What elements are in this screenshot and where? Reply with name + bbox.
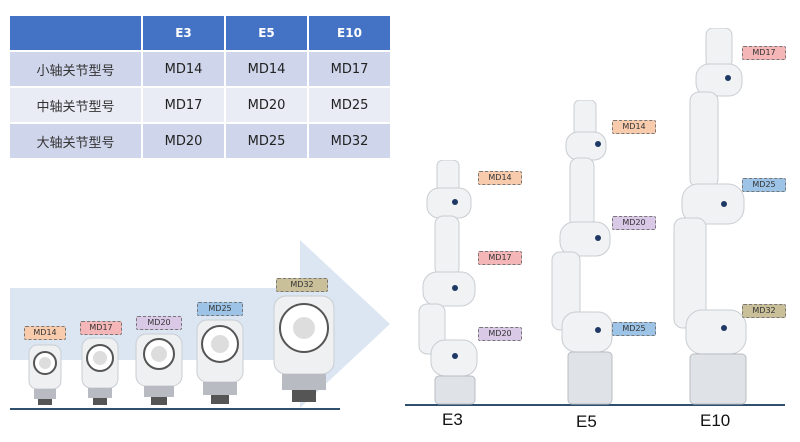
arm-tag: MD25 [612, 322, 656, 336]
arm-label-e5: E5 [576, 412, 597, 431]
row-label: 小轴关节型号 [10, 50, 143, 87]
table-row: 中轴关节型号 MD17 MD20 MD25 [10, 86, 392, 123]
joint-module-icon [81, 337, 119, 405]
joint-module-icon [273, 295, 335, 402]
table-row: 大轴关节型号 MD20 MD25 MD32 [10, 122, 392, 158]
joint-module-md32: MD32 [272, 278, 336, 410]
arm-tag: MD17 [742, 46, 786, 60]
header-e10: E10 [308, 16, 392, 51]
table-cell: MD32 [308, 122, 392, 158]
row-label: 大轴关节型号 [10, 122, 143, 158]
module-tag: MD17 [80, 321, 122, 335]
joint-module-md17: MD17 [74, 321, 126, 410]
arm-label-e10: E10 [700, 411, 731, 430]
robot-arm-e5 [551, 100, 613, 405]
joint-module-md25: MD25 [195, 302, 245, 410]
arm-tag: MD25 [742, 178, 786, 192]
arm-tag: MD32 [742, 304, 786, 318]
joint-model-table: E3 E5 E10 小轴关节型号 MD14 MD14 MD17 中轴关节型号 M… [10, 16, 392, 158]
arm-tag: MD20 [478, 327, 522, 341]
table-header-row: E3 E5 E10 [10, 16, 392, 51]
table-cell: MD17 [142, 86, 226, 123]
arm-tag: MD14 [478, 171, 522, 185]
table-cell: MD14 [225, 50, 309, 87]
arm-tag: MD17 [478, 251, 522, 265]
joint-module-icon [196, 319, 244, 404]
header-e3: E3 [142, 16, 226, 51]
header-e5: E5 [225, 16, 309, 51]
table-cell: MD14 [142, 50, 226, 87]
robot-arm-e3 [418, 160, 478, 405]
robot-arm-e10 [673, 28, 747, 405]
table-cell: MD25 [225, 122, 309, 158]
table-cell: MD20 [225, 86, 309, 123]
modules-baseline [10, 408, 340, 410]
module-tag: MD14 [24, 326, 66, 340]
module-tag: MD32 [276, 278, 328, 292]
joint-module-md20: MD20 [130, 316, 188, 410]
header-corner [10, 16, 143, 51]
arm-label-e3: E3 [442, 410, 463, 429]
row-label: 中轴关节型号 [10, 86, 143, 123]
arms-baseline [405, 404, 785, 406]
module-tag: MD20 [136, 316, 182, 330]
table-cell: MD20 [142, 122, 226, 158]
arm-tag: MD14 [612, 120, 656, 134]
table-cell: MD25 [308, 86, 392, 123]
joint-module-md14: MD14 [20, 326, 70, 410]
joint-module-icon [135, 333, 183, 405]
table-row: 小轴关节型号 MD14 MD14 MD17 [10, 50, 392, 87]
module-tag: MD25 [197, 302, 243, 316]
joint-module-icon [28, 344, 62, 405]
table-cell: MD17 [308, 50, 392, 87]
arm-tag: MD20 [612, 216, 656, 230]
